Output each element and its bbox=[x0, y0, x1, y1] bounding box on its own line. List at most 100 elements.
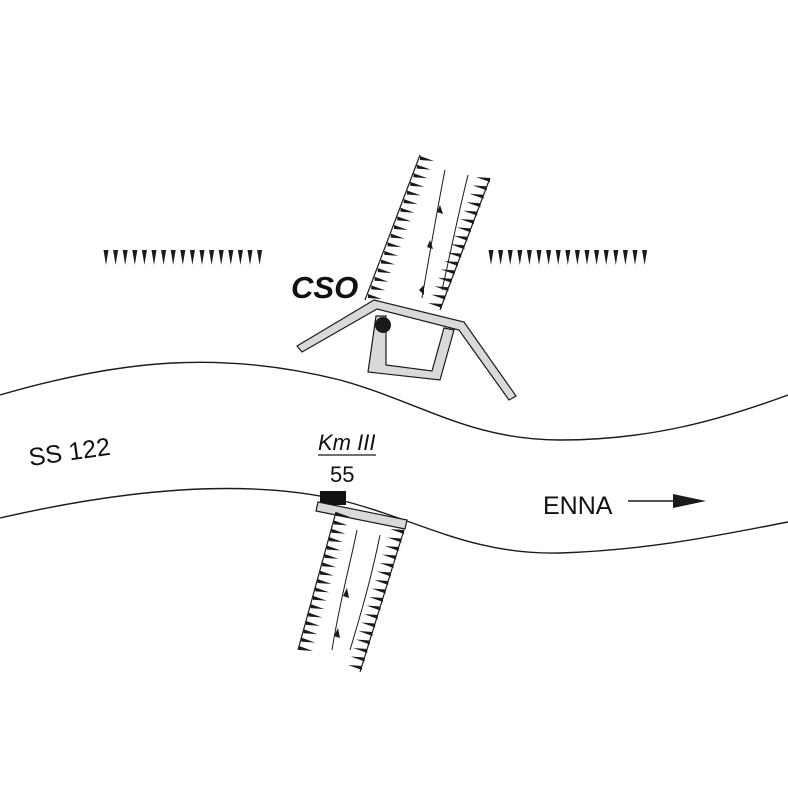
hachure-tick bbox=[333, 520, 348, 526]
hachure-tick bbox=[517, 250, 523, 265]
hachure-tick bbox=[431, 294, 446, 300]
hachure-tick bbox=[460, 219, 474, 224]
hachure-tick bbox=[390, 529, 404, 534]
hachure-tick bbox=[382, 554, 397, 560]
hachure-tick bbox=[526, 250, 532, 265]
hachure-tick bbox=[453, 235, 468, 241]
hachure-tick bbox=[322, 562, 337, 568]
hachure-tick bbox=[228, 250, 234, 265]
hachure-tick bbox=[410, 181, 425, 187]
direction-label: ENNA bbox=[543, 492, 613, 520]
hachure-tick bbox=[456, 227, 471, 233]
hachure-tick bbox=[613, 250, 619, 265]
hachure-tick bbox=[400, 207, 415, 213]
arrow-right-icon bbox=[673, 494, 706, 508]
hachure-tick bbox=[387, 242, 402, 248]
hachure-tick bbox=[450, 244, 465, 250]
hachure-tick bbox=[122, 250, 128, 265]
hachure-tick bbox=[361, 622, 376, 628]
hachure-tick bbox=[574, 250, 580, 265]
hachure-tick bbox=[151, 250, 157, 265]
upper-flow-line-1 bbox=[421, 169, 446, 299]
hachure-tick bbox=[498, 250, 504, 265]
hachure-tick bbox=[141, 250, 147, 265]
hachure-tick bbox=[387, 537, 402, 543]
hachure-tick bbox=[374, 580, 389, 585]
hachure-tick bbox=[413, 173, 428, 179]
hachure-tick bbox=[416, 164, 431, 170]
hachure-tick bbox=[310, 604, 325, 610]
lower-stream-channel bbox=[297, 511, 405, 673]
hachure-tick bbox=[247, 250, 253, 265]
upper-right-bank bbox=[488, 250, 648, 265]
hachure-tick bbox=[371, 588, 386, 594]
lower-flow-line-1 bbox=[331, 529, 358, 651]
hachure-tick bbox=[363, 614, 378, 619]
upper-channel-left-hatch bbox=[368, 156, 434, 299]
hachure-tick bbox=[440, 269, 455, 275]
hachure-tick bbox=[379, 563, 394, 568]
hachure-tick bbox=[315, 587, 330, 593]
hachure-tick bbox=[218, 250, 224, 265]
hachure-tick bbox=[358, 631, 373, 636]
hachure-tick bbox=[305, 620, 320, 626]
hachure-tick bbox=[434, 286, 449, 292]
hachure-tick bbox=[257, 250, 263, 265]
hachure-tick bbox=[428, 303, 442, 308]
upper-left-bank bbox=[103, 250, 263, 265]
hachure-tick bbox=[469, 193, 484, 199]
road-south-edge bbox=[0, 487, 788, 554]
hachure-tick bbox=[366, 605, 381, 611]
hachure-tick bbox=[312, 595, 327, 601]
direction-indicator: ENNA bbox=[543, 492, 706, 520]
hachure-tick bbox=[299, 646, 313, 651]
hachure-tick bbox=[324, 553, 339, 559]
hachure-tick bbox=[303, 629, 318, 635]
km-marker-top-label: Km III bbox=[318, 430, 375, 455]
hachure-tick bbox=[161, 250, 167, 265]
hachure-tick bbox=[317, 579, 332, 584]
upper-channel-right-hatch bbox=[428, 177, 490, 308]
hachure-tick bbox=[466, 202, 481, 208]
hachure-tick bbox=[301, 637, 316, 643]
hachure-tick bbox=[384, 546, 399, 551]
upper-flow-line-2 bbox=[441, 174, 469, 291]
hachure-tick bbox=[444, 261, 458, 266]
hachure-tick bbox=[326, 545, 341, 551]
lower-channel-left-bank bbox=[297, 511, 337, 651]
km-marker: Km III 55 bbox=[318, 430, 376, 505]
cso-point-icon bbox=[375, 317, 391, 333]
hachure-tick bbox=[329, 537, 344, 543]
hachure-tick bbox=[507, 250, 513, 265]
hachure-tick bbox=[390, 233, 405, 239]
hachure-tick bbox=[103, 250, 109, 265]
cso-label: CSO bbox=[291, 270, 358, 305]
hachure-tick bbox=[565, 250, 571, 265]
cso-left-wing bbox=[296, 299, 517, 401]
lower-channel-right-hatch bbox=[348, 529, 404, 670]
hachure-tick bbox=[237, 250, 243, 265]
hachure-tick bbox=[594, 250, 600, 265]
hachure-tick bbox=[189, 250, 195, 265]
lower-channel-left-hatch bbox=[299, 512, 350, 651]
hachure-tick bbox=[308, 612, 323, 618]
hachure-tick bbox=[353, 648, 368, 653]
upper-stream-channel bbox=[364, 154, 491, 311]
upper-flow-arrow-icon bbox=[419, 205, 443, 295]
hachure-tick bbox=[368, 294, 382, 299]
hachure-tick bbox=[397, 216, 412, 222]
hachure-tick bbox=[355, 639, 370, 645]
hachure-tick bbox=[632, 250, 638, 265]
hachure-tick bbox=[381, 259, 395, 265]
hachure-tick bbox=[180, 250, 186, 265]
hachure-tick bbox=[331, 528, 346, 534]
hachure-tick bbox=[384, 250, 399, 256]
hachure-tick bbox=[132, 250, 138, 265]
lower-flow-line-2 bbox=[349, 534, 381, 651]
hachure-tick bbox=[369, 597, 383, 602]
hachure-tick bbox=[170, 250, 176, 265]
hachure-tick bbox=[348, 665, 362, 670]
hachure-tick bbox=[584, 250, 590, 265]
hachure-tick bbox=[319, 570, 334, 576]
